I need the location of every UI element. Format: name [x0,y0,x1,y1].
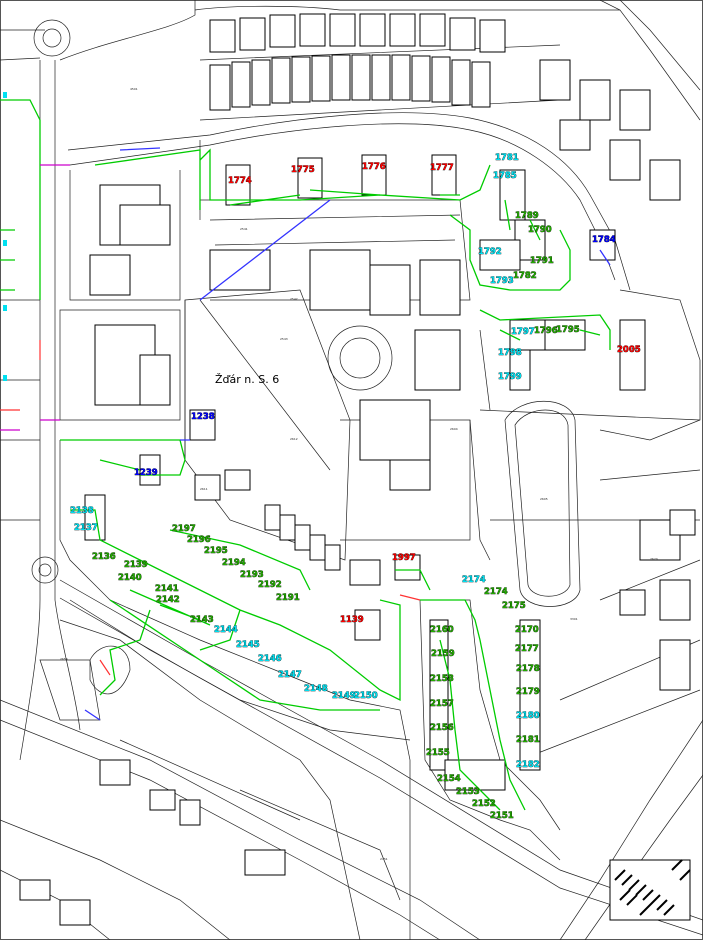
house-label-1776[interactable]: 1776 [362,162,386,173]
house-label-2137[interactable]: 2137 [74,523,98,534]
house-label-2195[interactable]: 2195 [204,546,228,557]
house-label-2194[interactable]: 2194 [222,558,246,569]
house-label-2193[interactable]: 2193 [240,570,264,581]
house-label-1798[interactable]: 1798 [498,348,522,359]
house-label-2159[interactable]: 2159 [431,649,455,660]
buildings [19,13,696,926]
house-label-1775[interactable]: 1775 [291,165,315,176]
house-label-2138[interactable]: 2138 [70,506,94,517]
house-label-1238[interactable]: 1238 [191,412,215,423]
house-label-2146[interactable]: 2146 [258,654,282,665]
house-label-2174[interactable]: 2174 [484,587,508,598]
house-label-2160[interactable]: 2160 [430,625,454,636]
house-label-1791[interactable]: 1791 [530,256,554,267]
house-label-1795[interactable]: 1795 [556,325,580,336]
svg-text:2620: 2620 [650,557,658,561]
house-label-2178[interactable]: 2178 [516,664,540,675]
house-label-2151[interactable]: 2151 [490,811,514,822]
house-label-1789[interactable]: 1789 [515,211,539,222]
house-label-1790[interactable]: 1790 [528,225,552,236]
svg-text:2720: 2720 [470,787,478,791]
house-label-2158[interactable]: 2158 [430,674,454,685]
house-label-2192[interactable]: 2192 [258,580,282,591]
svg-text:2543: 2543 [280,337,288,341]
house-label-2147[interactable]: 2147 [278,670,302,681]
house-label-2150[interactable]: 2150 [354,691,378,702]
house-label-1797[interactable]: 1797 [511,327,535,338]
house-label-2005[interactable]: 2005 [617,345,641,356]
network-lines-red [0,340,421,676]
house-label-2148[interactable]: 2148 [304,684,328,695]
house-label-1793[interactable]: 1793 [490,276,514,287]
network-lines-blue [84,147,611,721]
svg-text:2541: 2541 [240,227,248,231]
house-label-2177[interactable]: 2177 [515,644,539,655]
house-label-2196[interactable]: 2196 [187,535,211,546]
house-label-2145[interactable]: 2145 [236,640,260,651]
house-label-2149[interactable]: 2149 [332,691,356,702]
house-label-2143[interactable]: 2143 [190,615,214,626]
house-label-2179[interactable]: 2179 [516,687,540,698]
house-label-2191[interactable]: 2191 [276,593,300,604]
svg-text:2561: 2561 [630,347,638,351]
house-labels: 1774 1775 1776 1777 1781 1785 1789 1790 1784 1792… [70,153,641,822]
house-label-2155[interactable]: 2155 [426,748,450,759]
house-label-2197[interactable]: 2197 [172,524,196,535]
svg-text:2542: 2542 [290,297,298,301]
house-label-1997[interactable]: 1997 [392,553,416,564]
house-label-1777[interactable]: 1777 [430,163,454,174]
house-label-2181[interactable]: 2181 [516,735,540,746]
house-label-1781[interactable]: 1781 [495,153,519,164]
house-label-1239[interactable]: 1239 [134,468,158,479]
svg-text:3301: 3301 [570,617,578,621]
svg-text:2604: 2604 [450,427,458,431]
house-label-2142[interactable]: 2142 [156,595,180,606]
house-label-2157[interactable]: 2157 [430,699,454,710]
house-label-2170[interactable]: 2170 [515,625,539,636]
house-label-2156[interactable]: 2156 [430,723,454,734]
house-label-1785[interactable]: 1785 [493,171,517,182]
house-label-1799[interactable]: 1799 [498,372,522,383]
network-lines-green [0,99,611,811]
house-label-2136[interactable]: 2136 [92,552,116,563]
house-label-2180[interactable]: 2180 [516,711,540,722]
house-label-1774[interactable]: 1774 [228,176,252,187]
network-lines-magenta [0,164,70,431]
svg-text:4501: 4501 [130,87,138,91]
place-label: Žďár n. S. 6 [215,373,279,386]
svg-text:2605: 2605 [540,497,548,501]
house-label-1784[interactable]: 1784 [592,235,616,246]
house-label-2152[interactable]: 2152 [472,799,496,810]
house-label-2154[interactable]: 2154 [437,774,461,785]
house-label-2174[interactable]: 2174 [462,575,486,586]
house-label-1139[interactable]: 1139 [340,615,364,626]
svg-text:2611: 2611 [200,487,208,491]
left-edge-markers [3,92,7,381]
house-label-1782[interactable]: 1782 [513,271,537,282]
house-label-2182[interactable]: 2182 [516,760,540,771]
house-label-1792[interactable]: 1792 [478,247,502,258]
house-label-2139[interactable]: 2139 [124,560,148,571]
house-label-2141[interactable]: 2141 [155,584,179,595]
svg-text:2751: 2751 [380,857,388,861]
house-label-1796[interactable]: 1796 [534,326,558,337]
house-label-2175[interactable]: 2175 [502,601,526,612]
svg-text:2612: 2612 [290,437,298,441]
parcel-numbers: 4501 2541 2542 2543 2604 2605 2611 2612 2654… [60,87,658,861]
house-label-2144[interactable]: 2144 [214,625,238,636]
house-label-2153[interactable]: 2153 [456,787,480,798]
house-label-2140[interactable]: 2140 [118,573,142,584]
svg-text:2654: 2654 [60,657,68,661]
parking-lot [614,859,691,916]
